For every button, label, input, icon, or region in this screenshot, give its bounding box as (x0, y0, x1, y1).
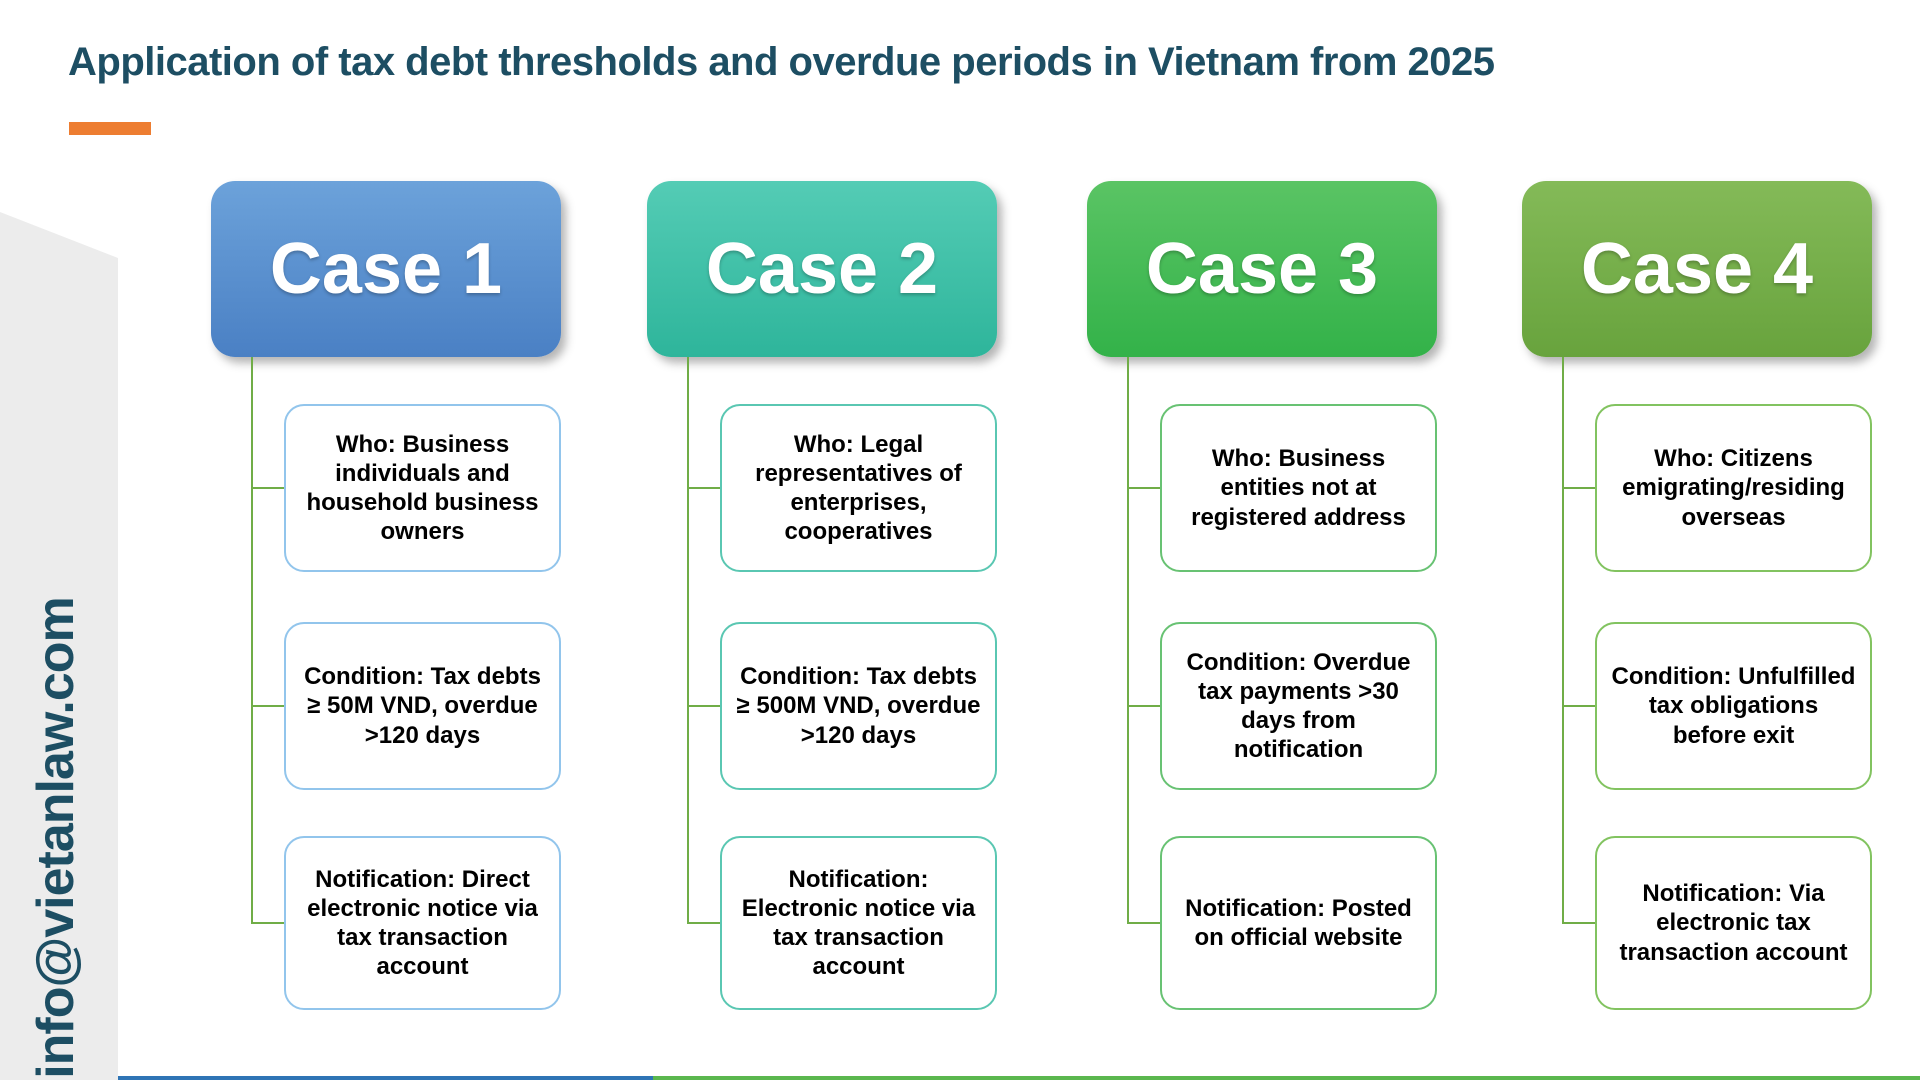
case-4-notification-text: Notification: Via electronic tax transac… (1619, 880, 1848, 966)
case-4-condition-text: Condition: Unfulfilled tax obligations b… (1611, 663, 1856, 749)
case-4-title: Case 4 (1580, 229, 1814, 309)
connector-branch (687, 922, 721, 924)
bottom-accent-green (653, 1076, 1920, 1080)
connector-branch (251, 487, 285, 489)
case-3-header: Case 3 (1087, 181, 1437, 357)
case-1-condition-box: Condition: Tax debts ≥ 50M VND, overdue … (284, 622, 561, 790)
contact-email: info@vietanlaw.com (27, 597, 85, 1079)
connector-branch (1127, 705, 1161, 707)
connector-branch (1562, 922, 1596, 924)
case-3-title: Case 3 (1145, 229, 1379, 309)
case-2-notification-text: Notification: Electronic notice via tax … (741, 865, 976, 981)
case-2-who-text: Who: Legal representatives of enterprise… (755, 430, 962, 546)
case-3-notification-text: Notification: Posted on official website (1185, 894, 1412, 951)
case-1-who-text: Who: Business individuals and household … (306, 430, 539, 546)
connector-line (687, 357, 689, 923)
connector-branch (687, 705, 721, 707)
case-1-notification-text: Notification: Direct electronic notice v… (307, 865, 538, 981)
bottom-accent-blue (118, 1076, 653, 1080)
case-3-condition-text: Condition: Overdue tax payments >30 days… (1186, 648, 1411, 764)
case-3-notification-box: Notification: Posted on official website (1160, 836, 1437, 1010)
connector-branch (1562, 487, 1596, 489)
connector-branch (251, 705, 285, 707)
connector-line (1562, 357, 1564, 923)
connector-line (251, 357, 253, 923)
case-2-title: Case 2 (705, 229, 939, 309)
case-4-notification-box: Notification: Via electronic tax transac… (1595, 836, 1872, 1010)
case-2-column: Case 2 Who: Legal representatives of ent… (647, 181, 997, 1021)
connector-line (1127, 357, 1129, 923)
case-2-notification-box: Notification: Electronic notice via tax … (720, 836, 997, 1010)
case-1-title: Case 1 (269, 229, 503, 309)
connector-branch (1127, 922, 1161, 924)
connector-branch (1127, 487, 1161, 489)
page-title: Application of tax debt thresholds and o… (68, 40, 1495, 84)
title-accent-bar (69, 122, 151, 135)
case-4-condition-box: Condition: Unfulfilled tax obligations b… (1595, 622, 1872, 790)
case-1-header: Case 1 (211, 181, 561, 357)
case-2-who-box: Who: Legal representatives of enterprise… (720, 404, 997, 572)
case-2-header: Case 2 (647, 181, 997, 357)
case-1-column: Case 1 Who: Business individuals and hou… (211, 181, 561, 1021)
sidebar (0, 212, 118, 1080)
case-4-header: Case 4 (1522, 181, 1872, 357)
case-2-condition-box: Condition: Tax debts ≥ 500M VND, overdue… (720, 622, 997, 790)
connector-branch (1562, 705, 1596, 707)
case-3-condition-box: Condition: Overdue tax payments >30 days… (1160, 622, 1437, 790)
connector-branch (687, 487, 721, 489)
case-2-condition-text: Condition: Tax debts ≥ 500M VND, overdue… (736, 663, 981, 749)
case-1-condition-text: Condition: Tax debts ≥ 50M VND, overdue … (304, 663, 541, 749)
connector-branch (251, 922, 285, 924)
case-4-column: Case 4 Who: Citizens emigrating/residing… (1522, 181, 1872, 1021)
case-3-who-text: Who: Business entities not at registered… (1191, 445, 1406, 531)
case-4-who-text: Who: Citizens emigrating/residing overse… (1622, 445, 1845, 531)
case-4-who-box: Who: Citizens emigrating/residing overse… (1595, 404, 1872, 572)
case-1-who-box: Who: Business individuals and household … (284, 404, 561, 572)
case-1-notification-box: Notification: Direct electronic notice v… (284, 836, 561, 1010)
case-3-column: Case 3 Who: Business entities not at reg… (1087, 181, 1437, 1021)
case-3-who-box: Who: Business entities not at registered… (1160, 404, 1437, 572)
